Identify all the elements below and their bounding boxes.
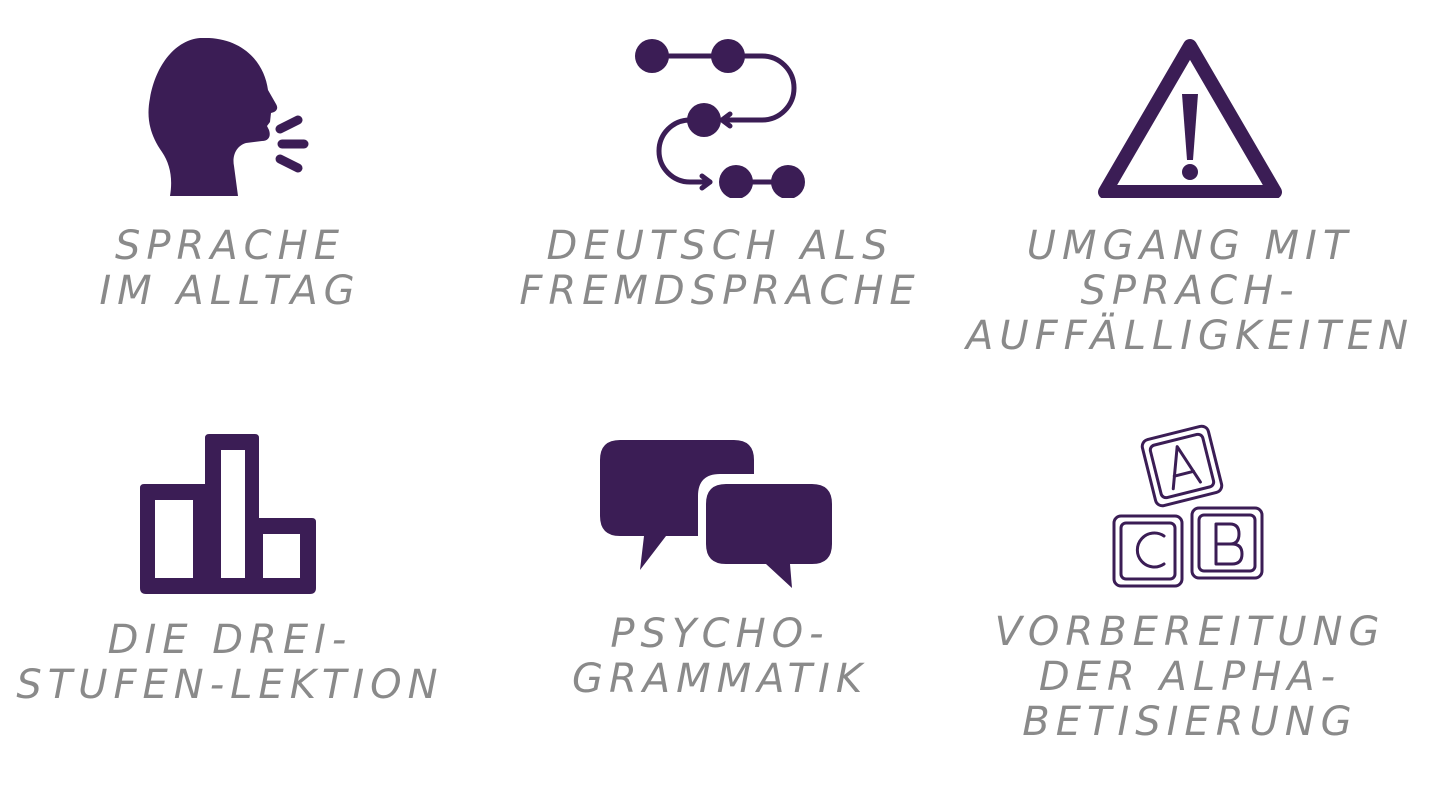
- label-line: DEUTSCH ALS: [546, 223, 894, 269]
- label-line: AUFFÄLLIGKEITEN: [966, 313, 1414, 359]
- tile-psycho-grammatik: PSYCHO- GRAMMATIK: [500, 438, 940, 702]
- tile-sprache-im-alltag: SPRACHE IM ALLTAG: [10, 38, 450, 314]
- warning-triangle-icon: [1098, 39, 1282, 198]
- label-line: UMGANG MIT: [1026, 223, 1354, 269]
- label-line: DER ALPHA-: [1038, 654, 1342, 700]
- label-line: IM ALLTAG: [99, 268, 361, 314]
- tile-die-drei-stufen-lektion: DIE DREI- STUFEN-LEKTION: [10, 432, 450, 708]
- bar-steps-icon: [140, 434, 316, 594]
- speech-bubbles-icon: [600, 440, 832, 588]
- speaking-head-icon: [148, 38, 309, 196]
- label-line: FREMDSPRACHE: [519, 268, 921, 314]
- label-line: DIE DREI-: [107, 617, 353, 663]
- tile-deutsch-als-fremdsprache: DEUTSCH ALS FREMDSPRACHE: [500, 38, 940, 314]
- process-path-icon: [635, 39, 805, 198]
- label-line: VORBEREITUNG: [994, 609, 1386, 655]
- label-line: SPRACHE: [115, 223, 345, 269]
- tile-vorbereitung-der-alphabetisierung: VORBEREITUNG DER ALPHA- BETISIERUNG: [970, 424, 1410, 745]
- tile-label: DIE DREI- STUFEN-LEKTION: [16, 618, 443, 708]
- label-line: BETISIERUNG: [1022, 699, 1358, 745]
- label-line: PSYCHO-: [610, 611, 830, 657]
- tile-label: SPRACHE IM ALLTAG: [99, 224, 360, 314]
- tile-label: UMGANG MIT SPRACH- AUFFÄLLIGKEITEN: [966, 224, 1414, 359]
- tile-umgang-mit-sprachauffaelligkeiten: UMGANG MIT SPRACH- AUFFÄLLIGKEITEN: [966, 38, 1410, 359]
- label-line: SPRACH-: [1080, 268, 1300, 314]
- label-line: GRAMMATIK: [571, 656, 869, 702]
- abc-blocks-icon: [1112, 424, 1264, 588]
- label-line: STUFEN-LEKTION: [16, 662, 444, 708]
- tile-label: PSYCHO- GRAMMATIK: [572, 612, 868, 702]
- tile-label: VORBEREITUNG DER ALPHA- BETISIERUNG: [995, 610, 1386, 745]
- tile-label: DEUTSCH ALS FREMDSPRACHE: [519, 224, 920, 314]
